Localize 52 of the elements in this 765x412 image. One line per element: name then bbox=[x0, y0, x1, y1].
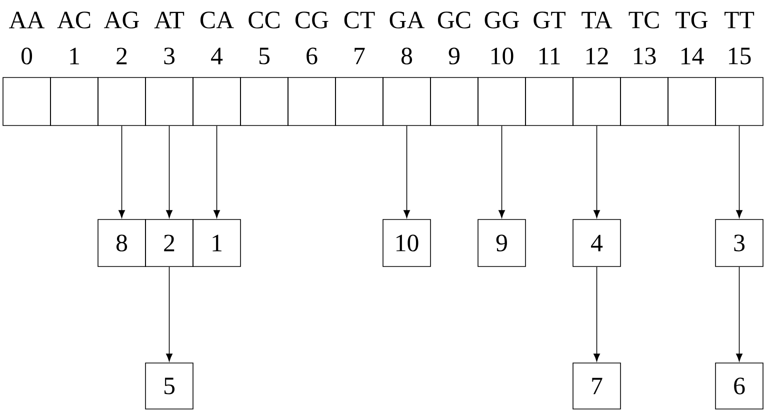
index-label: 8 bbox=[401, 48, 412, 64]
index-label: 9 bbox=[448, 48, 460, 64]
dinucleotide-label: AA bbox=[9, 12, 45, 28]
arrow bbox=[736, 266, 742, 362]
list-box: 5 bbox=[145, 362, 194, 410]
list-box: 1 bbox=[192, 219, 241, 267]
arrow bbox=[166, 126, 172, 218]
dinucleotide-label: GG bbox=[484, 12, 519, 28]
list-box: 3 bbox=[715, 219, 764, 267]
index-label: 5 bbox=[259, 48, 270, 64]
arrow bbox=[214, 126, 220, 218]
dinucleotide-label: TG bbox=[676, 12, 708, 28]
index-label: 12 bbox=[586, 48, 608, 64]
arrow bbox=[594, 266, 600, 362]
arrow bbox=[404, 126, 410, 218]
index-label: 7 bbox=[354, 48, 365, 64]
dinucleotide-label: CT bbox=[344, 12, 375, 28]
list-box: 2 bbox=[145, 219, 194, 267]
list-box: 10 bbox=[382, 219, 431, 267]
arrow bbox=[594, 126, 600, 218]
arrow bbox=[736, 126, 742, 218]
dinucleotide-label: GA bbox=[390, 12, 425, 28]
index-label: 13 bbox=[634, 48, 656, 64]
index-label: 11 bbox=[539, 48, 560, 64]
arrow bbox=[498, 126, 505, 218]
dinucleotide-label: TA bbox=[582, 12, 612, 28]
dinucleotide-label: GC bbox=[438, 12, 470, 28]
index-label: 1 bbox=[70, 48, 79, 64]
dinucleotide-label: TT bbox=[724, 12, 754, 28]
arrow bbox=[118, 126, 125, 218]
dinucleotide-label: AT bbox=[154, 12, 184, 28]
dinucleotide-label: TC bbox=[628, 12, 659, 28]
list-box: 8 bbox=[98, 219, 146, 267]
arrow bbox=[166, 266, 172, 362]
index-label: 10 bbox=[492, 48, 514, 64]
index-label: 2 bbox=[116, 48, 127, 64]
dinucleotide-label: GT bbox=[534, 12, 566, 28]
dinucleotide-label: CA bbox=[200, 12, 234, 28]
index-label: 14 bbox=[682, 48, 704, 64]
dinucleotide-label: AG bbox=[104, 12, 139, 28]
index-label: 3 bbox=[164, 48, 175, 64]
index-label: 0 bbox=[21, 48, 32, 64]
list-box: 6 bbox=[715, 362, 764, 410]
list-box: 9 bbox=[478, 219, 526, 267]
index-label: 15 bbox=[729, 48, 751, 64]
index-label: 6 bbox=[306, 48, 318, 64]
dinucleotide-label: AC bbox=[57, 12, 90, 28]
index-label: 4 bbox=[211, 48, 223, 64]
dinucleotide-label: CG bbox=[295, 12, 328, 28]
list-box: 4 bbox=[572, 219, 621, 267]
dinucleotide-label: CC bbox=[248, 12, 280, 28]
list-box: 7 bbox=[572, 362, 621, 410]
